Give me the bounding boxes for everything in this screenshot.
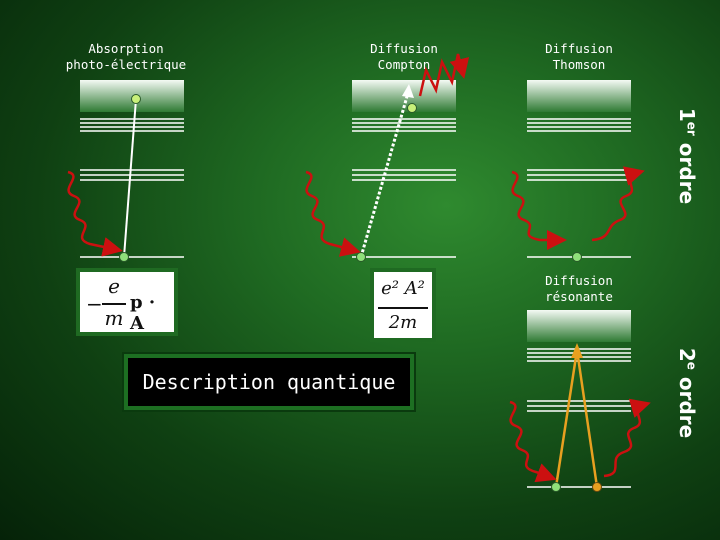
order-number: 1 <box>675 107 699 122</box>
first-order-label: 1er ordre <box>675 96 699 216</box>
electron-excited-dot <box>131 94 141 104</box>
label-resonant: Diffusion résonante <box>527 273 631 305</box>
order-suffix: e <box>684 361 699 370</box>
operator-term: p · A <box>130 292 156 334</box>
compton-formula: e² A² 2m <box>370 268 436 342</box>
compton-arrowhead <box>402 84 414 98</box>
label-line: Diffusion <box>545 41 613 56</box>
fraction-denominator: 2m <box>388 312 418 333</box>
excitation-line <box>554 349 579 488</box>
electron-excited-dot <box>407 103 417 113</box>
energy-levels-middle <box>527 169 631 181</box>
energy-levels-upper <box>80 118 184 132</box>
fraction-numerator: e <box>108 274 120 298</box>
label-line: Absorption <box>88 41 164 56</box>
electron-final-dot <box>592 482 602 492</box>
electron-transition-line <box>123 98 137 258</box>
fraction-numerator: e² A² <box>381 278 425 299</box>
label-line: Diffusion <box>545 273 613 288</box>
order-number: 2 <box>675 347 699 362</box>
energy-levels-middle <box>352 169 456 181</box>
electron-ground-dot <box>119 252 129 262</box>
upper-arrowhead <box>571 343 583 358</box>
fraction-bar <box>102 303 126 305</box>
order-word: ordre <box>675 369 699 439</box>
order-word: ordre <box>675 135 699 205</box>
resonant-column <box>509 310 651 492</box>
label-line: résonante <box>545 289 613 304</box>
incident-photon-wave <box>509 400 557 483</box>
label-line: Compton <box>377 57 431 72</box>
description-title: Description quantique <box>142 370 396 394</box>
energy-levels-middle <box>80 169 184 181</box>
scattered-photon-wave <box>591 166 645 242</box>
incident-photon-wave <box>511 170 567 250</box>
energy-levels-upper <box>527 118 631 132</box>
fraction-bar <box>378 307 428 309</box>
energy-levels-middle <box>527 400 631 412</box>
incident-photon-wave <box>305 170 361 257</box>
scattered-photon-wave <box>603 398 651 478</box>
electron-ground-dot <box>551 482 561 492</box>
electron-ground-dot <box>572 252 582 262</box>
label-compton: Diffusion Compton <box>352 41 456 73</box>
minus-sign: − <box>86 292 103 316</box>
incident-photon-wave <box>67 170 123 257</box>
label-line: Thomson <box>552 57 606 72</box>
electron-ground-dot <box>356 252 366 262</box>
photoelectric-column <box>67 80 184 262</box>
label-photoelectric: Absorption photo-électrique <box>62 41 190 73</box>
photoelectric-formula: − e m p · A <box>76 268 178 336</box>
fraction-denominator: m <box>104 306 124 330</box>
label-thomson: Diffusion Thomson <box>527 41 631 73</box>
label-line: photo-électrique <box>65 57 187 72</box>
description-title-box: Description quantique <box>124 354 414 410</box>
energy-levels-upper <box>352 118 456 132</box>
deexcitation-line <box>575 349 599 488</box>
compton-electron-path <box>359 92 410 258</box>
compton-column <box>305 53 470 262</box>
second-order-label: 2e ordre <box>675 333 699 453</box>
continuum-band <box>527 310 631 342</box>
label-line: Diffusion <box>370 41 438 56</box>
thomson-column <box>511 80 645 262</box>
scattered-photon-wave <box>418 53 470 97</box>
continuum-band <box>527 80 631 112</box>
order-suffix: er <box>684 121 699 136</box>
